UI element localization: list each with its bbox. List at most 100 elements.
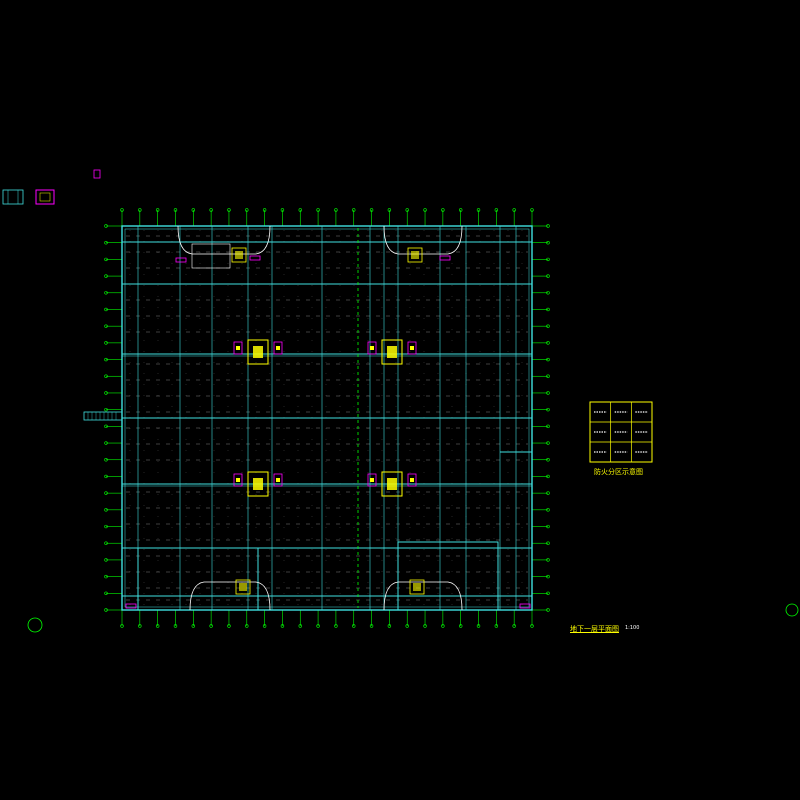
core-outline <box>247 471 269 497</box>
grid-bubble-top <box>458 208 463 212</box>
detail-mark <box>93 169 101 179</box>
grid-bubble-left <box>104 508 108 512</box>
grid-bubble-left <box>104 608 108 612</box>
grid-bubble-right <box>546 424 550 429</box>
service-room <box>137 547 259 611</box>
corner-stair <box>407 247 423 263</box>
grid-bubble-right <box>546 274 550 278</box>
grid-bubble-top <box>120 208 124 212</box>
grid-bubble-right <box>546 374 550 378</box>
corner-stair-fill <box>411 251 419 259</box>
core-mark <box>410 346 414 350</box>
key-plan <box>589 401 653 463</box>
core-fill <box>253 478 263 490</box>
core-accent <box>233 473 243 487</box>
accent-mark <box>249 255 261 261</box>
corner-stair-fill <box>413 583 421 591</box>
walls <box>121 225 533 611</box>
detail-inner <box>39 192 51 202</box>
grid-bubble-bottom <box>369 624 374 628</box>
grid-bubble-left <box>104 424 108 429</box>
core-accent <box>407 473 417 487</box>
north-marker <box>785 603 799 617</box>
grid-bubble-bottom <box>441 624 445 628</box>
ramp-curve <box>383 581 463 611</box>
core-mark <box>370 478 374 482</box>
corner-stair <box>409 579 425 595</box>
grid-bubble-bottom <box>334 624 338 628</box>
corner-stair <box>235 579 251 595</box>
grid-bubble-left <box>104 391 108 395</box>
grid-bubble-top <box>405 208 409 212</box>
grid-bubble-top <box>494 208 499 212</box>
grid-bubble-bottom <box>387 624 392 628</box>
corner-stair-fill <box>239 583 247 591</box>
core-fill <box>387 346 397 358</box>
grid-bubble-top <box>138 208 142 212</box>
grid-bubble-left <box>104 357 108 362</box>
grid-bubble-left <box>104 341 108 345</box>
grid-bubble-left <box>104 324 108 328</box>
grid-bubble-right <box>546 458 550 462</box>
ramp-curve <box>189 581 271 611</box>
ramp-room <box>191 243 231 269</box>
core-mark <box>410 478 414 482</box>
grid-bubble-top <box>245 208 249 212</box>
grid-bubble-top <box>441 208 445 212</box>
key-plan-frame <box>589 401 653 463</box>
grid-bubble-left <box>104 591 108 596</box>
core-accent <box>407 341 417 355</box>
core-accent <box>367 341 377 355</box>
grid-bubble-bottom <box>298 624 302 628</box>
grid-bubble-right <box>546 491 550 495</box>
grid-bubble-left <box>104 307 108 312</box>
grid-bubble-top <box>298 208 302 212</box>
grid-bubble-right <box>546 341 550 345</box>
detail-blocks <box>2 169 101 205</box>
grid-bubble-bottom <box>476 624 481 628</box>
grid-bubble-left <box>104 240 108 245</box>
core-mark <box>370 346 374 350</box>
grid-bubble-left <box>104 224 108 228</box>
grid-bubble-right <box>546 508 550 512</box>
grid-bubble-bottom <box>405 624 409 628</box>
grid-bubble-bottom <box>316 624 320 628</box>
grid-bubble-right <box>546 257 550 262</box>
grid-bubble-bottom <box>173 624 178 628</box>
grid-bubble-bottom <box>191 624 196 628</box>
core-accent <box>273 341 283 355</box>
detail-block <box>35 189 55 205</box>
core-accent <box>367 473 377 487</box>
core-outline <box>381 471 403 497</box>
ramp-curve <box>177 225 271 255</box>
grid-bubble-right <box>546 541 550 545</box>
grid-bubble-right <box>546 474 550 479</box>
ramp-curve <box>383 225 463 255</box>
accent-mark <box>519 603 531 609</box>
grid-bubble-bottom <box>423 624 427 628</box>
grid-bubble-right <box>546 574 550 579</box>
grid-bubble-bottom <box>227 624 231 628</box>
grid-bubble-top <box>423 208 427 212</box>
grid-bubble-left <box>104 558 108 562</box>
grid-bubble-top <box>334 208 338 212</box>
grid-bubble-top <box>352 208 356 212</box>
detail-block <box>2 189 24 205</box>
grid-bubble-right <box>546 591 550 596</box>
stair-cores <box>125 247 531 609</box>
grid-bubble-left <box>104 541 108 545</box>
section-marker <box>27 617 43 633</box>
grid-bubble-top <box>155 208 160 212</box>
accent-mark <box>175 257 187 263</box>
accent-mark <box>125 603 137 609</box>
grid-bubble-bottom <box>280 624 285 628</box>
grid-bubble-left <box>104 491 108 495</box>
corner-stair-fill <box>235 251 243 259</box>
grid-bubble-top <box>209 208 213 212</box>
external-stair-outline <box>83 411 123 421</box>
grid-bubble-top <box>280 208 285 212</box>
grid-bubble-right <box>546 391 550 395</box>
plan-title: 地下一层平面图 <box>570 625 619 633</box>
grid-bubble-top <box>512 208 516 212</box>
grid-bubble-left <box>104 257 108 262</box>
